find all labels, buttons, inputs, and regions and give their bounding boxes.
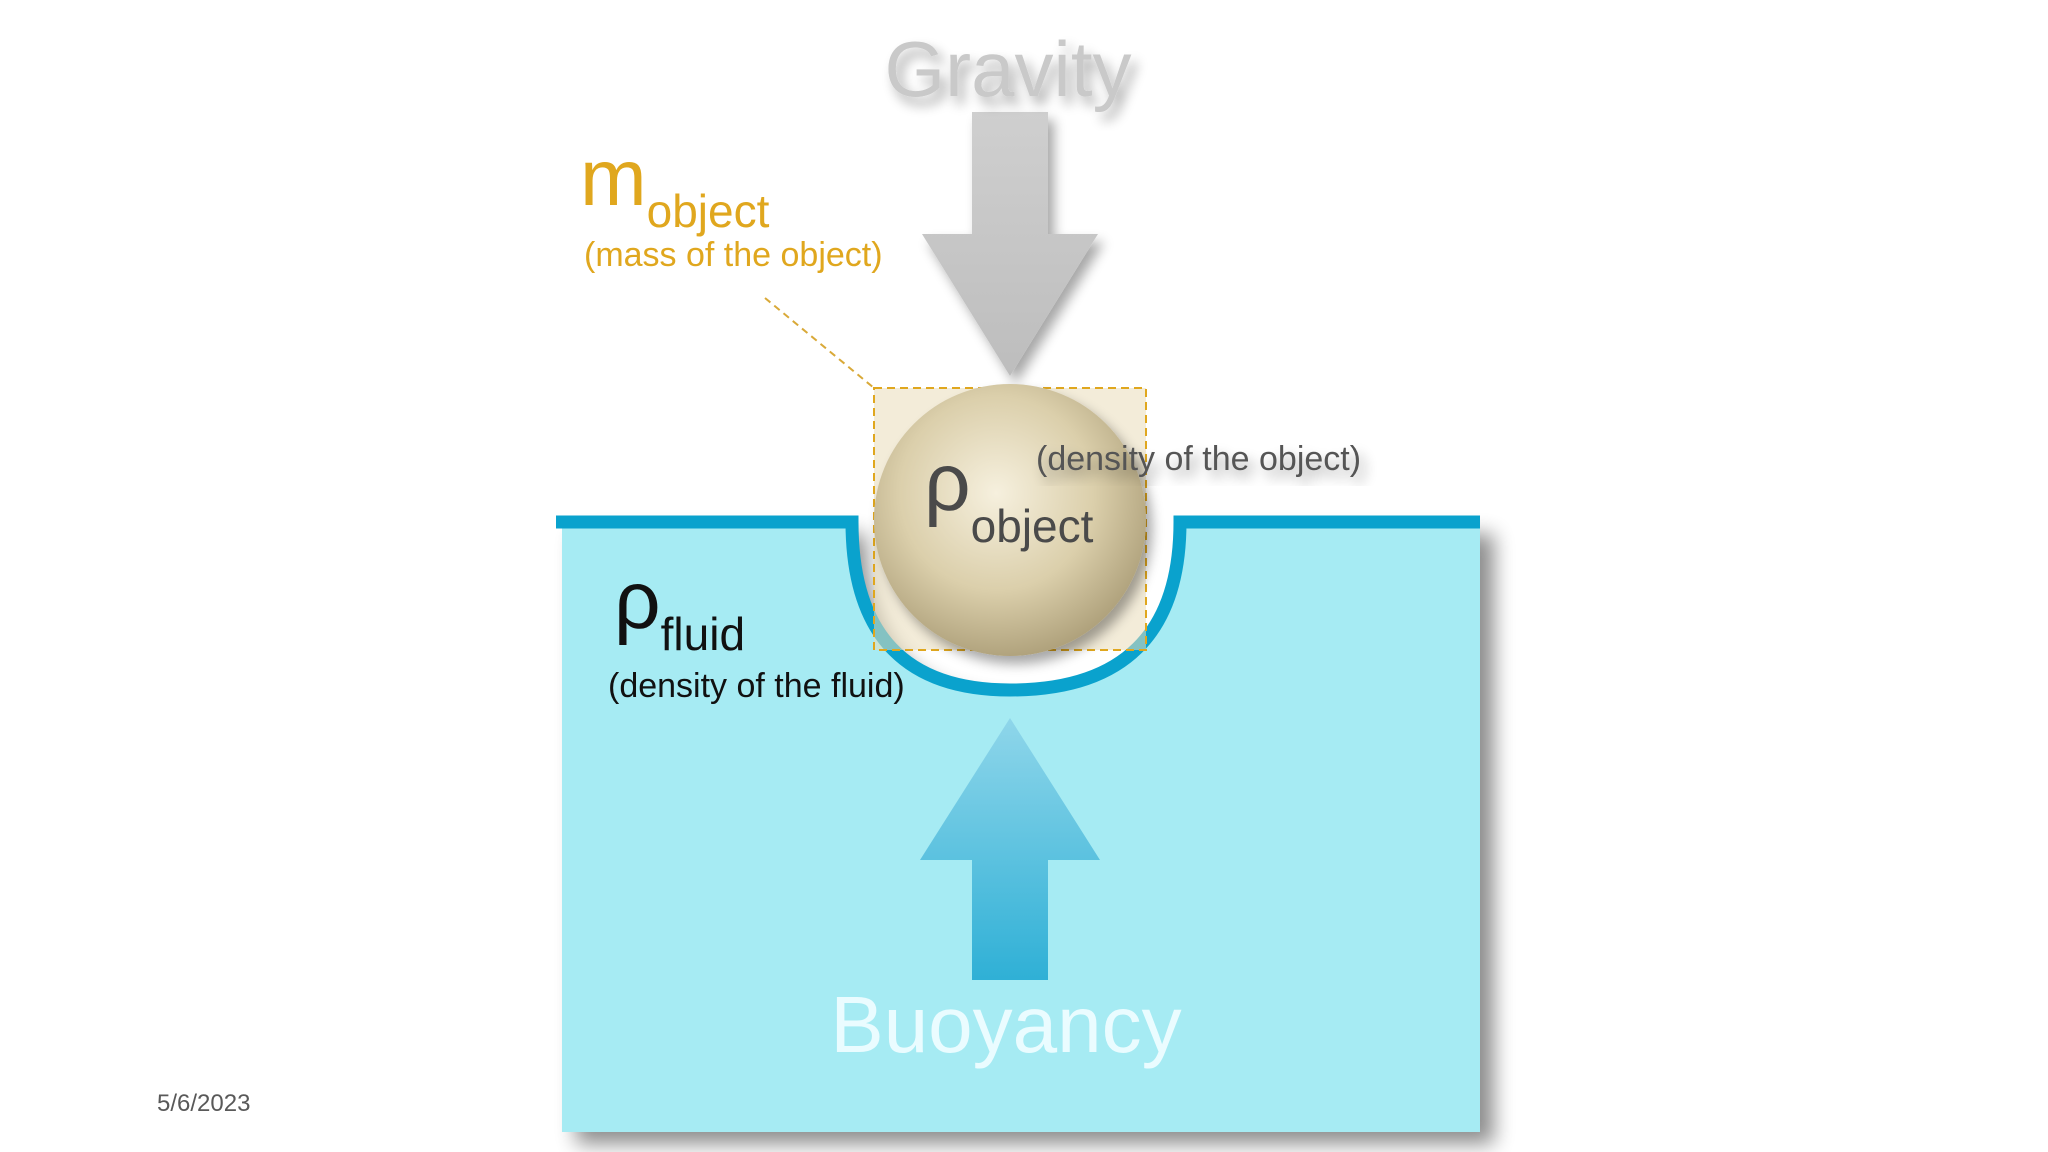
fluid-density-subscript: fluid xyxy=(661,608,745,660)
object-density-caption: (density of the object) xyxy=(1036,440,1361,478)
buoyancy-arrow xyxy=(920,718,1100,980)
mass-subscript: object xyxy=(647,185,770,237)
gravity-arrow xyxy=(922,112,1098,376)
fluid-surface-line xyxy=(556,515,1480,697)
mass-caption: (mass of the object) xyxy=(584,236,883,274)
object-density-label: ρobject xyxy=(924,437,1094,552)
slide-date: 5/6/2023 xyxy=(157,1090,251,1117)
gravity-label: Gravity xyxy=(884,25,1131,113)
mass-label: mobject xyxy=(580,133,770,237)
fluid-density-caption: (density of the fluid) xyxy=(608,667,905,705)
object-sphere xyxy=(874,384,1146,656)
mass-leader-line xyxy=(764,297,875,389)
object-density-symbol: ρ xyxy=(924,437,971,528)
fluid-density-label: ρfluid xyxy=(614,555,745,660)
object-density-subscript: object xyxy=(971,500,1094,552)
mass-symbol: m xyxy=(580,133,647,222)
buoyancy-label: Buoyancy xyxy=(830,980,1181,1069)
fluid-density-symbol: ρ xyxy=(614,555,661,646)
